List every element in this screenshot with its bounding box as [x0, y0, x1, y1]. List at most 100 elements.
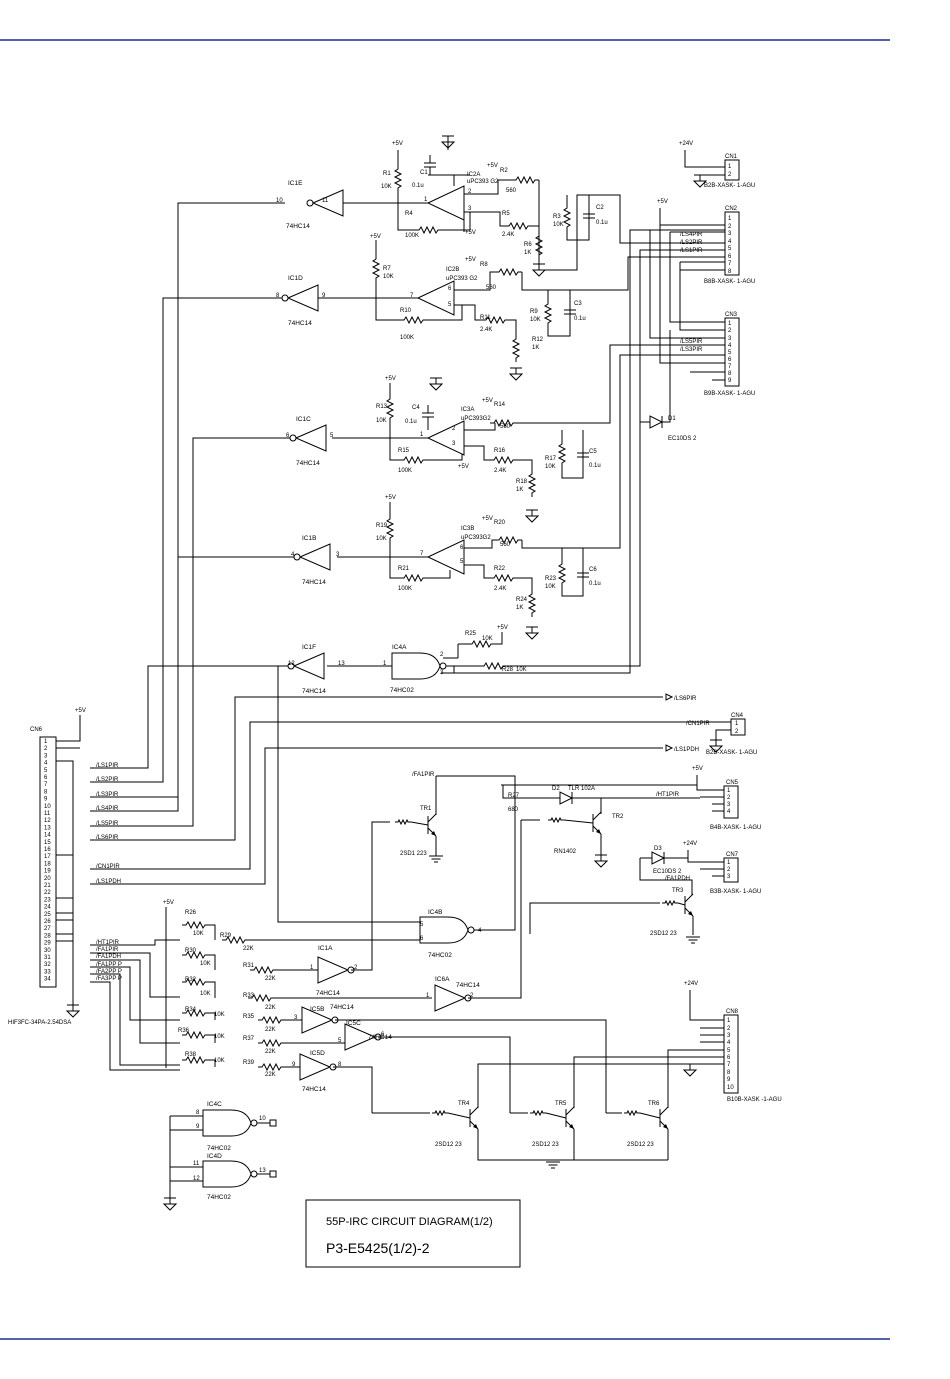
cn6-pin-number: 13 — [44, 825, 51, 831]
cn2-part: B8B-XASK- 1-AGU — [704, 279, 755, 285]
r37-label: R37 — [243, 1036, 255, 1042]
ic1b-label: IC1B — [302, 535, 316, 542]
cn5-label: CN5 — [726, 780, 739, 786]
ic4c-pin-in2: 9 — [196, 1124, 200, 1130]
ic4b-label: IC4B — [428, 909, 442, 916]
ic1c-gate — [289, 424, 327, 452]
r4-value: 100K — [405, 233, 419, 239]
cn8-pin-1: 1 — [727, 1018, 731, 1024]
tr2-label: TR2 — [612, 814, 624, 820]
c1-label: C1 — [420, 170, 428, 176]
r21-label: R21 — [398, 566, 410, 572]
tr3-label: TR3 — [672, 888, 684, 894]
ic1d-gate — [281, 284, 319, 312]
tr5-label: TR5 — [555, 1101, 567, 1107]
ic1e-pin-out: 11 — [322, 198, 329, 204]
cn5-part: B4B-XASK- 1-AGU — [710, 825, 761, 831]
c4-value: 0.1u — [405, 419, 417, 425]
ic2a-pin1: 1 — [424, 197, 428, 203]
ic1d-label: IC1D — [288, 275, 303, 282]
cn5-pin-3: 3 — [727, 802, 731, 808]
tr4-tr6-area — [372, 1049, 700, 1169]
r12-value: 1K — [532, 345, 539, 351]
ic3b-part: uPC393G2 — [461, 535, 491, 541]
ic6a-pin-out: 2 — [470, 993, 474, 999]
cn6-pin-number: 18 — [44, 861, 51, 867]
p5v-label-12: +5V — [75, 708, 86, 714]
cn4-connector — [683, 718, 746, 740]
cn6-pin-number: 31 — [44, 955, 51, 961]
r1-label: R1 — [383, 171, 391, 177]
ic4d-label: IC4D — [207, 1153, 222, 1160]
cn6-signal-fa3ppp: /FA3PP P — [96, 976, 122, 982]
p5v-label-9: +5V — [385, 495, 396, 501]
ic2b-label: IC2B — [446, 267, 459, 273]
cn6-pin-number: 9 — [44, 797, 48, 803]
cn3-pin-4: 4 — [728, 343, 732, 349]
cn5-connector — [696, 775, 739, 819]
net-fa1pir: /FA1PIR — [412, 772, 435, 778]
title-block-frame — [305, 1199, 521, 1268]
ic4a-pin-out: 1 — [383, 661, 387, 667]
cn5-pin-4: 4 — [727, 809, 731, 815]
r25-value: 10K — [482, 636, 493, 642]
cn8-label: CN8 — [726, 1009, 739, 1015]
cn2-signal-ls2pir: /LS2PIR — [680, 240, 703, 246]
cn8-pin-7: 7 — [727, 1062, 731, 1068]
ic1f-label: IC1F — [302, 644, 316, 651]
ic6a-label: IC6A — [435, 976, 450, 983]
cn4-pin-1: 1 — [735, 721, 739, 727]
r13-value: 10K — [376, 418, 387, 424]
d1-diode — [640, 330, 671, 429]
cn7-pin-2: 2 — [727, 867, 731, 873]
cn8-pin-3: 3 — [727, 1033, 731, 1039]
lower-logic — [90, 666, 607, 1113]
p5v-label-3: +5V — [465, 230, 476, 236]
r28-label: R28 — [502, 667, 514, 673]
ic3a-pin1: 1 — [420, 432, 424, 438]
c2-label: C2 — [596, 205, 604, 211]
ic5c-pin-out: 6 — [381, 1032, 385, 1038]
cn6-pin-number: 7 — [44, 782, 48, 788]
cn6-pin-number: 17 — [44, 854, 51, 860]
net-cn1pir: /CN1PIR — [686, 721, 710, 727]
cn6-pin-number: 23 — [44, 897, 51, 903]
r13-label: R13 — [376, 404, 388, 410]
cn4-label: CN4 — [731, 713, 744, 719]
cn3-pin-1: 1 — [728, 321, 732, 327]
ic1a-pin-in: 1 — [310, 965, 314, 971]
p24v-label-3: +24V — [684, 981, 698, 987]
r3-value: 10K — [553, 222, 564, 228]
ic1f-pin-out: 13 — [338, 661, 345, 667]
tr5-value: 2SD12 23 — [532, 1142, 559, 1148]
ic4b-pin-out: 4 — [478, 928, 482, 934]
cn8-pin-5: 5 — [727, 1048, 731, 1054]
r15-value: 100K — [398, 468, 412, 474]
r35-value: 22K — [265, 1027, 276, 1033]
cn2-pin-4: 4 — [728, 239, 732, 245]
r18-value: 1K — [516, 487, 523, 493]
cn6-pin-number: 34 — [44, 977, 51, 983]
cn3-pin-2: 2 — [728, 328, 732, 334]
cn6-pin-number: 22 — [44, 890, 51, 896]
cn2-connector — [659, 208, 740, 276]
r38-label: R38 — [185, 1052, 197, 1058]
cn2-pin-2: 2 — [728, 224, 732, 230]
c5-label: C5 — [589, 449, 597, 455]
ic3a-part: uPC393G2 — [461, 416, 491, 422]
cn3-pin-5: 5 — [728, 350, 732, 356]
r28-value: 10K — [516, 667, 527, 673]
ic1e-type: 74HC14 — [286, 223, 310, 230]
ic5d-label: IC5D — [310, 1050, 325, 1057]
tr2-d2-area — [501, 784, 700, 868]
ic5b-pin-in: 3 — [294, 1015, 298, 1021]
r8-label: R8 — [480, 262, 488, 268]
cn2-signal-ls4pir: /LS4PIR — [680, 232, 703, 238]
r11-value: 2.4K — [480, 327, 492, 333]
block-ic4a — [327, 229, 725, 680]
ic4c-type: 74HC02 — [207, 1145, 231, 1152]
tr1-label: TR1 — [420, 806, 432, 812]
cn6-pin-number: 28 — [44, 933, 51, 939]
cn6-pin-number: 2 — [44, 746, 48, 752]
r31-label: R31 — [243, 963, 255, 969]
